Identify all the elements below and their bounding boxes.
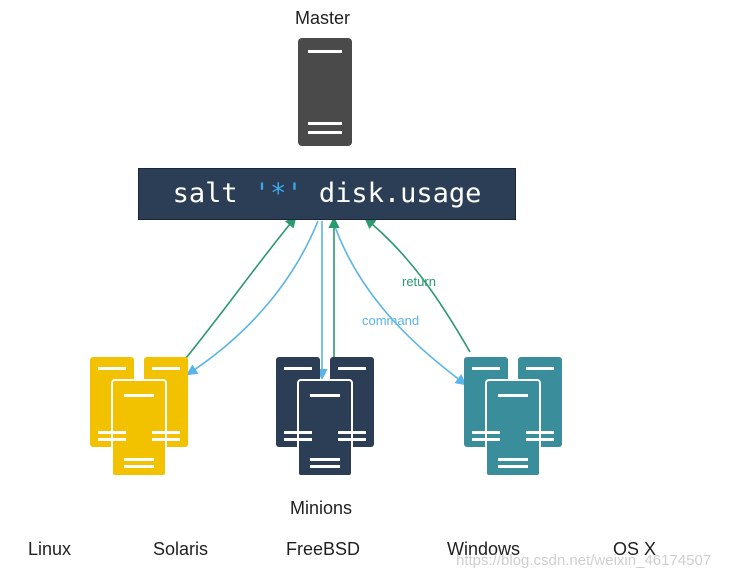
minion-server-icon-teal: [464, 357, 562, 477]
os-label-osx: OS X: [613, 539, 657, 559]
command-suffix: disk.usage: [302, 178, 482, 209]
minions-label: Minions: [290, 498, 353, 518]
command-target: '*': [253, 178, 303, 209]
command-label: command: [362, 313, 420, 328]
watermark-text: https://blog.csdn.net/weixin_46174507: [456, 552, 712, 569]
os-label-windows: Windows: [447, 539, 521, 559]
master-server-icon: [298, 38, 352, 146]
command-prefix: salt: [172, 178, 254, 209]
command-arrows: [186, 220, 467, 386]
salt-command-box: salt '*' disk.usage: [138, 168, 516, 220]
minion-server-icon-navy: [276, 357, 374, 477]
os-label-solaris: Solaris: [153, 539, 209, 559]
master-label: Master: [295, 8, 351, 28]
os-label-freebsd: FreeBSD: [286, 539, 361, 559]
minion-server-icon-yellow: [90, 357, 188, 477]
os-label-linux: Linux: [28, 539, 72, 559]
return-arrows: [185, 216, 471, 368]
return-label: return: [402, 274, 436, 289]
